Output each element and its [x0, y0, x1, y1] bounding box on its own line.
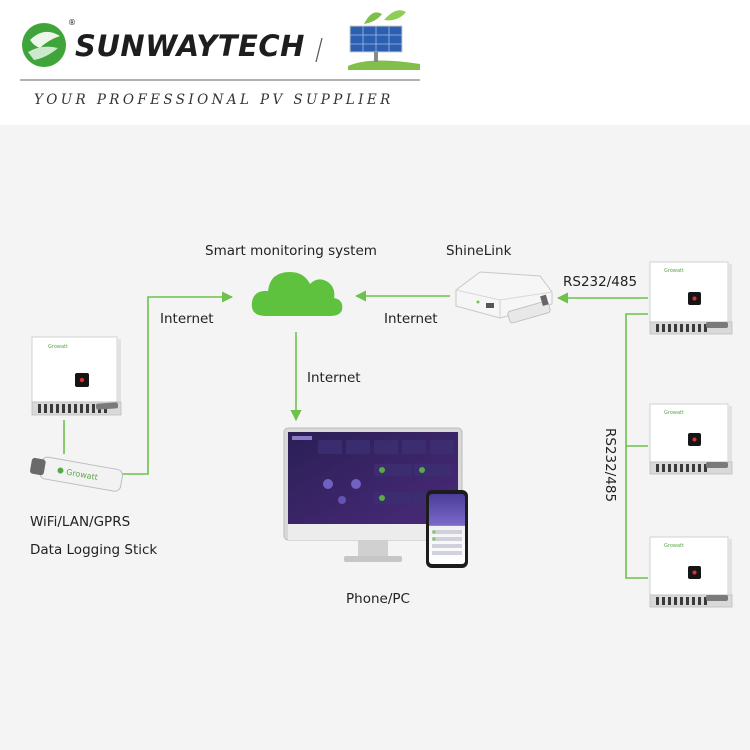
internet-label-left: Internet [160, 311, 214, 327]
internet-label-right: Internet [384, 311, 438, 327]
phone-icon [426, 490, 468, 568]
rs232-vertical-label: RS232/485 [602, 428, 618, 502]
inverter-left-brand: Growatt [48, 344, 68, 350]
inverter-right-top: Growatt [649, 261, 733, 335]
brand-logo-icon [22, 23, 66, 67]
solar-panel-logo-icon [348, 10, 420, 70]
brand-name: SUNWAYTECH [75, 29, 305, 63]
cloud-label: Smart monitoring system [205, 243, 377, 259]
rs232-top-label: RS232/485 [563, 274, 637, 290]
inverter-right-top-brand: Growatt [664, 268, 684, 274]
inverter-left: Growatt [31, 336, 122, 416]
shinelink-stick-icon [507, 300, 551, 324]
brand-logo: ® SUNWAYTECH [22, 18, 305, 67]
tagline: YOUR PROFESSIONAL PV SUPPLIER [34, 92, 394, 108]
stick-label-line2: Data Logging Stick [30, 542, 157, 558]
header-divider [315, 37, 323, 63]
data-logging-stick: Growatt [30, 456, 123, 492]
stick-label-line1: WiFi/LAN/GPRS [30, 514, 130, 530]
stick-to-cloud-connector [122, 291, 234, 475]
internet-label-down: Internet [307, 370, 361, 386]
pc-monitor-icon [283, 427, 463, 562]
devices-label: Phone/PC [346, 591, 410, 607]
cloud-icon [251, 272, 343, 316]
inverter-right-bottom-brand: Growatt [664, 543, 684, 549]
inverter-right-middle-brand: Growatt [664, 410, 684, 416]
inverter-right-bottom: Growatt [649, 536, 733, 608]
connectors [63, 290, 648, 579]
registered-mark: ® [68, 18, 76, 27]
inverter-right-middle: Growatt [649, 403, 733, 475]
shinelink-label: ShineLink [446, 243, 512, 259]
shinelink-device [455, 271, 553, 324]
